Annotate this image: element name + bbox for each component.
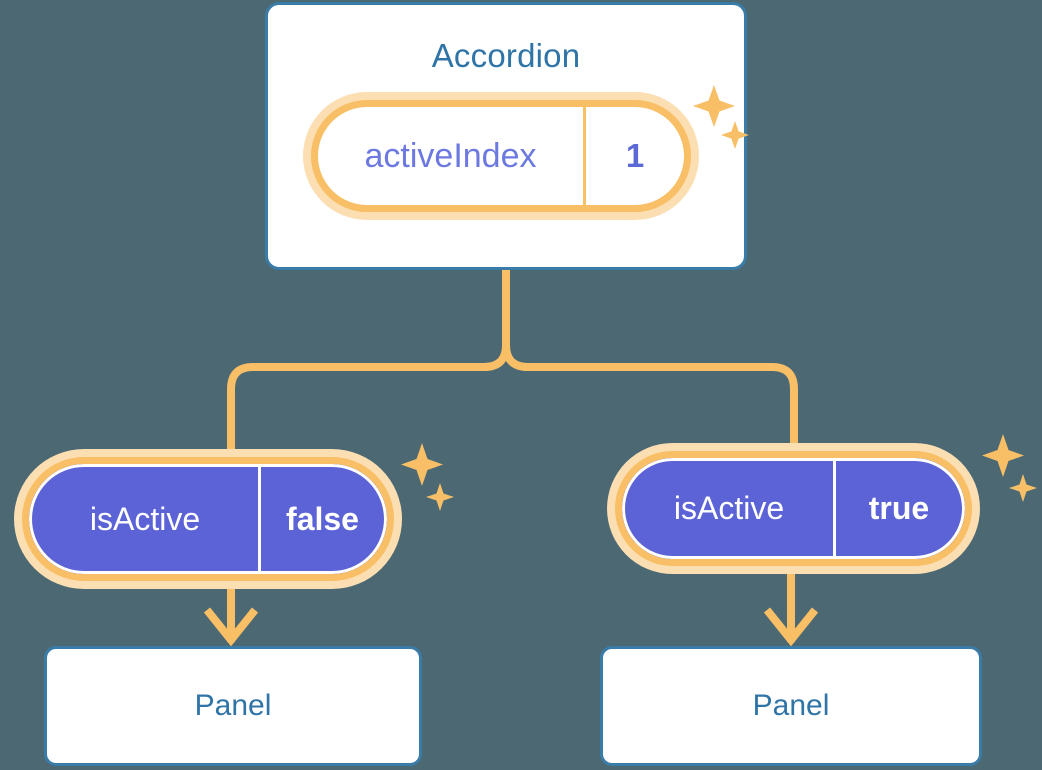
badge-pill: activeIndex 1 [311,100,691,212]
sparkles-icon [978,432,1040,506]
state-badge-active-index[interactable]: activeIndex 1 [311,100,691,212]
badge-value: true [868,490,930,526]
panel-label: Panel [194,689,272,722]
connector-branch-left [227,344,510,457]
prop-badge-is-active-false[interactable]: isActive false [22,457,394,581]
badge-inner: isActive false [29,464,387,574]
badge-inner: isActive true [622,458,965,559]
badge-key: isActive [625,461,836,556]
panel-label: Panel [752,689,830,722]
panel-box-right[interactable]: Panel [600,646,982,766]
badge-key: activeIndex [318,107,586,205]
sparkles-icon [396,441,458,515]
panel-box-left[interactable]: Panel [44,646,422,766]
badge-pill: isActive true [615,451,972,566]
arrow-down-icon-right [763,607,819,647]
badge-key: isActive [32,467,261,571]
badge-value: false [286,500,359,537]
connector-branch-right [502,344,798,451]
prop-badge-is-active-true[interactable]: isActive true [615,451,972,566]
arrow-down-icon-left [203,607,259,647]
badge-value: 1 [625,137,645,174]
page-title: Accordion [431,37,581,74]
badge-pill: isActive false [22,457,394,581]
